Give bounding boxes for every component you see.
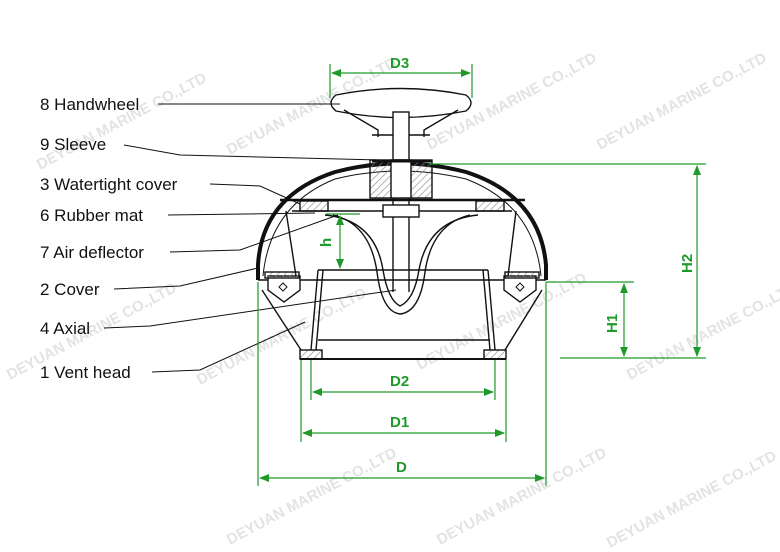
dim-d3-label: D3: [390, 55, 409, 72]
dim-h2-label: H2: [679, 254, 696, 273]
part-callouts: [103, 103, 397, 373]
watermark-text: DEYUAN MARINE CO.,LTD: [624, 279, 780, 383]
side-bracket-right: [503, 210, 540, 303]
label-watertight-cover: 3 Watertight cover: [40, 175, 178, 194]
leader-sleeve: [123, 144, 381, 161]
watermark-text: DEYUAN MARINE CO.,LTD: [224, 444, 400, 548]
leader-axial: [103, 289, 397, 329]
dim-d2-label: D2: [390, 373, 409, 390]
label-air-deflector: 7 Air deflector: [40, 243, 144, 262]
watermark-layer: DEYUAN MARINE CO.,LTD DEYUAN MARINE CO.,…: [4, 49, 780, 551]
label-vent-head: 1 Vent head: [40, 363, 131, 382]
air-deflector: [324, 214, 479, 315]
watermark-text: DEYUAN MARINE CO.,LTD: [434, 444, 610, 548]
vent-head-base: [261, 289, 543, 360]
watermark-text: DEYUAN MARINE CO.,LTD: [594, 49, 770, 153]
dimension-labels: D3 h H2 H1 D2 D1 D: [318, 55, 696, 476]
dimension-lines: [257, 64, 706, 486]
label-rubber-mat: 6 Rubber mat: [40, 206, 143, 225]
part-labels: 8 Handwheel 9 Sleeve 3 Watertight cover …: [40, 95, 178, 382]
axial-pipe: [310, 269, 496, 351]
label-sleeve: 9 Sleeve: [40, 135, 106, 154]
sleeve: [369, 159, 433, 199]
leader-vent-head: [151, 321, 306, 373]
leader-air-deflector: [169, 214, 339, 253]
leader-rubber-mat: [167, 212, 316, 216]
side-bracket-left: [264, 210, 301, 303]
leader-cover: [113, 267, 259, 290]
label-handwheel: 8 Handwheel: [40, 95, 139, 114]
dim-d1-label: D1: [390, 414, 409, 431]
watermark-text: DEYUAN MARINE CO.,LTD: [34, 69, 210, 173]
dim-h1-label: H1: [604, 314, 621, 333]
watermark-text: DEYUAN MARINE CO.,LTD: [604, 447, 780, 551]
label-axial: 4 Axial: [40, 319, 90, 338]
vent-head-drawing: [256, 87, 548, 360]
dim-h-label: h: [318, 238, 335, 247]
label-cover: 2 Cover: [40, 280, 100, 299]
spindle: [382, 198, 420, 292]
leader-watertight-cover: [209, 183, 301, 205]
dim-d-label: D: [396, 459, 407, 476]
handwheel: [330, 87, 472, 161]
